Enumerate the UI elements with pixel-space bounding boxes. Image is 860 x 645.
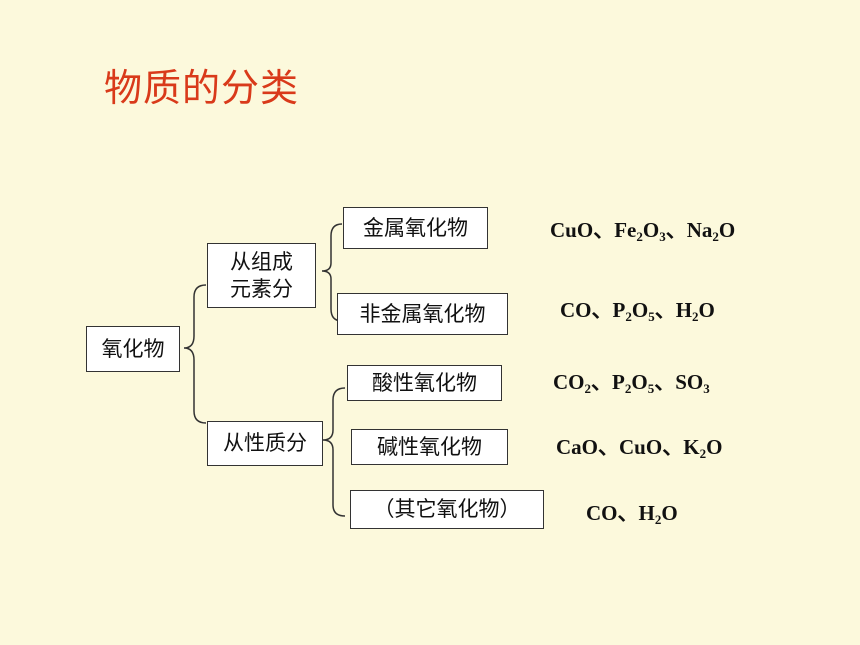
subscript: 3 <box>659 229 666 244</box>
branch-property: 从性质分 <box>207 421 323 466</box>
subscript: 5 <box>648 309 655 324</box>
subscript: 5 <box>647 381 655 396</box>
leaf-nonmetal-oxide: 非金属氧化物 <box>337 293 508 335</box>
leaf-acidic-oxide: 酸性氧化物 <box>347 365 502 401</box>
formulas-basic-oxide: CaO、CuO、K2O <box>556 431 722 461</box>
subscript: 2 <box>584 381 592 396</box>
chemical-formula: K2O <box>683 435 723 461</box>
element-symbol: O <box>568 370 585 394</box>
chemical-formula: H2O <box>675 298 715 324</box>
formulas-acidic-oxide: CO2、P2O5、SO3 <box>553 366 710 396</box>
element-symbol: O <box>575 298 592 322</box>
element-symbol: P <box>612 370 625 394</box>
formula-separator: 、 <box>591 370 613 394</box>
subscript: 3 <box>703 381 710 396</box>
root-node: 氧化物 <box>86 326 180 372</box>
subscript: 2 <box>712 229 719 244</box>
subscript: 2 <box>624 381 632 396</box>
chemical-formula: P2O5 <box>612 298 655 324</box>
element-symbol: O <box>698 298 715 322</box>
leaf-nonmetal-oxide-label: 非金属氧化物 <box>359 301 486 326</box>
element-symbol: P <box>612 298 626 322</box>
chemical-formula: CO <box>560 298 592 322</box>
element-symbol: O <box>706 435 723 459</box>
leaf-basic-oxide-label: 碱性氧化物 <box>377 434 482 459</box>
element-symbol: O <box>686 370 704 394</box>
leaf-acidic-oxide-label: 酸性氧化物 <box>372 370 477 395</box>
subscript: 2 <box>636 229 643 244</box>
chemical-formula: CO2 <box>553 370 592 396</box>
chemical-formula: CO <box>586 501 618 525</box>
formula-separator: 、 <box>654 298 676 322</box>
formulas-metal-oxide: CuO、Fe2O3、Na2O <box>550 214 735 244</box>
leaf-other-oxide: （其它氧化物） <box>350 490 544 529</box>
element-symbol: C <box>560 298 576 322</box>
subscript: 2 <box>692 309 699 324</box>
formulas-other-oxide: CO、H2O <box>586 497 678 527</box>
element-symbol: K <box>683 435 700 459</box>
subscript: 2 <box>699 446 707 461</box>
element-symbol: H <box>638 501 655 525</box>
element-symbol: H <box>675 298 693 322</box>
leaf-metal-oxide: 金属氧化物 <box>343 207 488 249</box>
element-symbol: O <box>718 218 736 242</box>
element-symbol: O <box>631 370 648 394</box>
branch-composition-line-1: 从组成 <box>230 250 293 275</box>
subscript: 2 <box>654 512 662 527</box>
element-symbol: O <box>601 501 618 525</box>
element-symbol: C <box>586 501 602 525</box>
element-symbol: O <box>576 218 594 242</box>
element-symbol: Cu <box>550 218 577 242</box>
element-symbol: Na <box>686 218 713 242</box>
chemical-formula: Fe2O3 <box>614 218 666 244</box>
chemical-formula: H2O <box>638 501 678 527</box>
composition-bracket <box>321 223 343 322</box>
formula-separator: 、 <box>665 218 687 242</box>
element-symbol: O <box>581 435 599 459</box>
formula-separator: 、 <box>654 370 676 394</box>
formulas-nonmetal-oxide: CO、P2O5、H2O <box>560 294 715 324</box>
chemical-formula: P2O5 <box>612 370 655 396</box>
leaf-basic-oxide: 碱性氧化物 <box>351 429 508 465</box>
formula-separator: 、 <box>617 501 639 525</box>
formula-separator: 、 <box>591 298 613 322</box>
subscript: 2 <box>625 309 632 324</box>
element-symbol: O <box>631 298 649 322</box>
chemical-formula: Na2O <box>686 218 736 244</box>
root-bracket <box>183 284 207 424</box>
formula-separator: 、 <box>598 435 620 459</box>
chemical-formula: SO3 <box>675 370 710 396</box>
element-symbol: O <box>645 435 663 459</box>
page-title: 物质的分类 <box>104 66 300 110</box>
branch-composition: 从组成 元素分 <box>207 243 316 308</box>
element-symbol: Ca <box>556 435 582 459</box>
chemical-formula: CuO <box>619 435 662 459</box>
leaf-metal-oxide-label: 金属氧化物 <box>363 215 468 240</box>
element-symbol: Fe <box>614 218 637 242</box>
branch-property-label: 从性质分 <box>223 431 307 456</box>
chemical-formula: CuO <box>550 218 593 242</box>
element-symbol: C <box>553 370 569 394</box>
root-label: 氧化物 <box>101 336 165 361</box>
leaf-other-oxide-label: （其它氧化物） <box>373 497 521 522</box>
property-bracket <box>322 387 346 517</box>
element-symbol: O <box>661 501 678 525</box>
chemical-formula: CaO <box>556 435 598 459</box>
formula-separator: 、 <box>662 435 684 459</box>
formula-separator: 、 <box>593 218 615 242</box>
element-symbol: Cu <box>619 435 646 459</box>
element-symbol: O <box>642 218 660 242</box>
element-symbol: S <box>675 370 687 394</box>
branch-composition-line-2: 元素分 <box>230 276 293 301</box>
